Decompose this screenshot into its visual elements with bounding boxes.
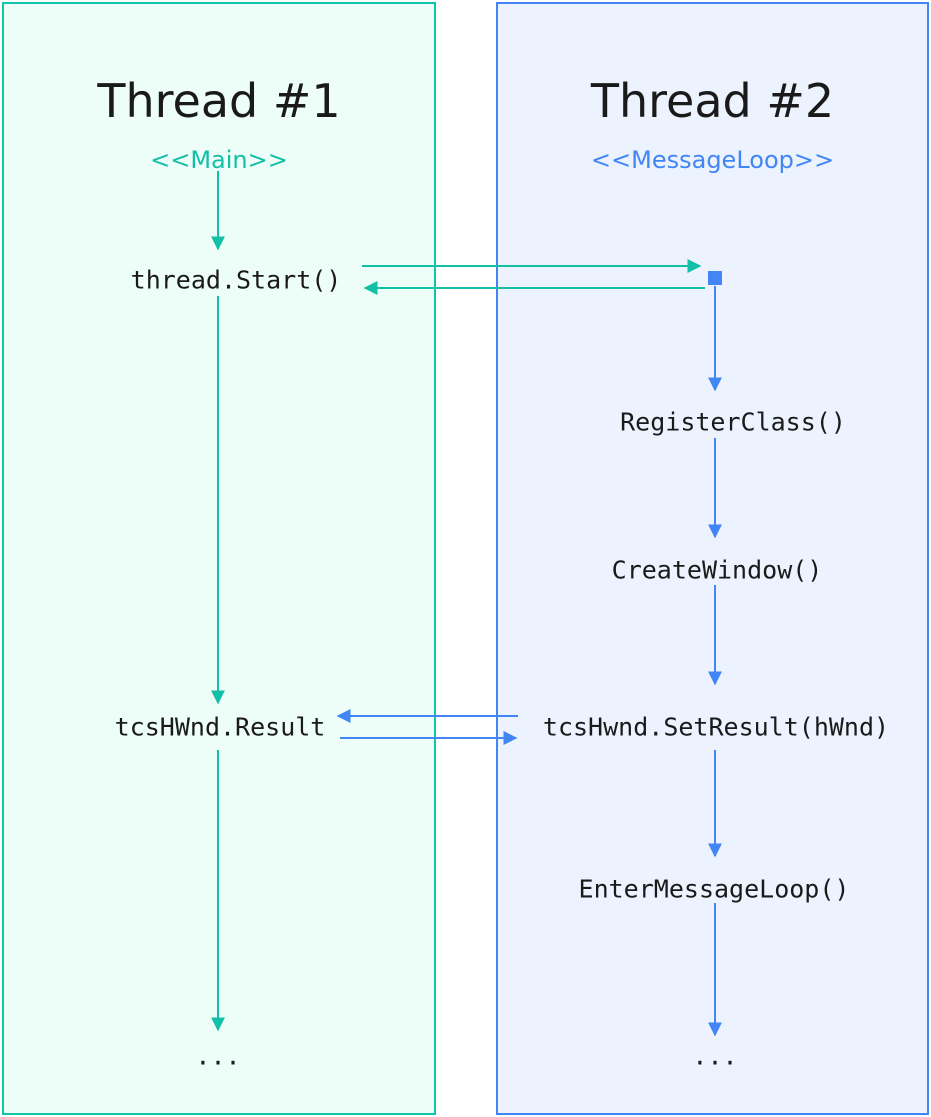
thread2-step-set-result[interactable]: tcsHwnd.SetResult(hWnd) [542, 712, 890, 742]
thread1-ellipsis: ... [195, 1041, 241, 1071]
thread1-step-tcshwnd-result[interactable]: tcsHWnd.Result [114, 712, 326, 742]
thread2-activation-marker [708, 271, 722, 285]
thread2-title: Thread #2 [590, 74, 835, 128]
thread2-subtitle: <<MessageLoop>> [590, 146, 835, 174]
thread1-step-thread-start[interactable]: thread.Start() [130, 265, 342, 295]
thread1-title: Thread #1 [97, 74, 341, 128]
thread2-step-create-window[interactable]: CreateWindow() [611, 555, 823, 585]
thread2-panel: Thread #2 <<MessageLoop>> [496, 2, 929, 1115]
thread1-subtitle: <<Main>> [150, 146, 288, 174]
thread2-step-register-class[interactable]: RegisterClass() [620, 407, 846, 437]
thread2-ellipsis: ... [692, 1041, 738, 1071]
thread1-panel: Thread #1 <<Main>> [2, 2, 436, 1115]
thread2-step-enter-message-loop[interactable]: EnterMessageLoop() [578, 874, 850, 904]
